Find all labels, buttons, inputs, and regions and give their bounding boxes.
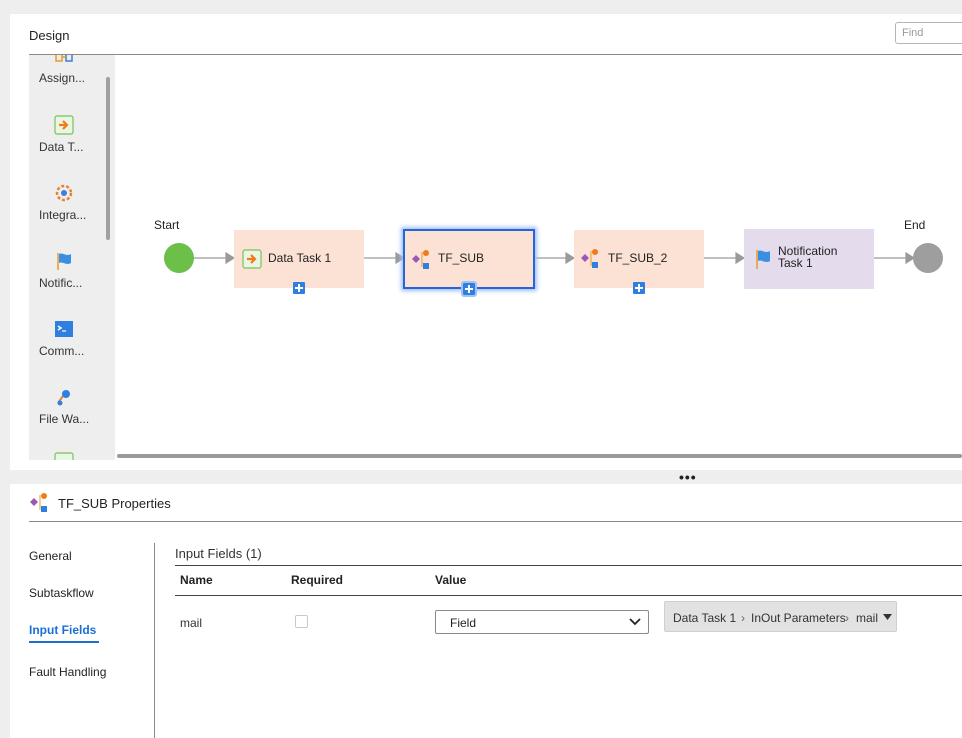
canvas-scrollbar[interactable]	[117, 454, 962, 458]
add-after-button[interactable]	[293, 282, 305, 294]
palette-item-integration[interactable]: Integra...	[29, 183, 111, 233]
more-task-icon	[54, 452, 74, 460]
value-type-selected: Field	[450, 616, 477, 630]
palette-item-notification[interactable]: Notific...	[29, 251, 111, 301]
add-after-button[interactable]	[461, 281, 477, 297]
palette-item-file-watch[interactable]: File Wa...	[29, 387, 111, 437]
subtaskflow-icon	[412, 250, 429, 269]
task-label: Data Task 1	[268, 251, 332, 265]
palette-item-data-task[interactable]: Data T...	[29, 115, 111, 165]
nav-fault-handling[interactable]: Fault Handling	[29, 665, 107, 679]
task-data-task-1[interactable]: Data Task 1	[234, 230, 364, 288]
palette-item-more[interactable]	[29, 452, 111, 460]
nav-general[interactable]: General	[29, 549, 72, 563]
field-name: mail	[180, 616, 203, 630]
task-tf-sub[interactable]: TF_SUB	[403, 229, 535, 289]
path-segment: Data Task 1	[673, 611, 737, 625]
end-node[interactable]	[913, 243, 943, 273]
notification-flag-icon	[756, 250, 770, 269]
table-top-border	[175, 565, 962, 566]
chevron-right-icon: ›	[845, 611, 849, 625]
properties-divider	[29, 521, 962, 522]
design-panel: Design Assign... Data T... Integra...	[10, 14, 962, 470]
column-header-required: Required	[291, 573, 344, 587]
task-notification-task-1[interactable]: Notification Task 1	[744, 229, 874, 289]
design-canvas[interactable]: Start End Data Task 1 TF_SUB	[115, 55, 962, 460]
integration-icon	[55, 184, 73, 202]
end-label: End	[904, 218, 926, 232]
task-palette: Assign... Data T... Integra... Notific..…	[29, 55, 115, 460]
subtaskflow-icon	[581, 249, 598, 268]
nav-subtaskflow[interactable]: Subtaskflow	[29, 586, 94, 600]
palette-item-command[interactable]: Comm...	[29, 319, 111, 369]
notification-flag-icon	[57, 253, 71, 270]
column-header-name: Name	[180, 573, 213, 587]
find-input[interactable]	[895, 22, 962, 44]
path-segment: InOut Parameters	[751, 611, 846, 625]
task-label: TF_SUB	[438, 251, 485, 265]
task-label-line1: Notification	[778, 244, 838, 258]
task-label: TF_SUB_2	[608, 251, 668, 265]
properties-title: TF_SUB Properties	[58, 496, 171, 511]
palette-label: Notific...	[39, 276, 83, 290]
palette-label: File Wa...	[39, 412, 90, 426]
caret-down-icon	[883, 614, 892, 620]
chevron-down-icon	[629, 618, 641, 626]
palette-scrollbar[interactable]	[106, 77, 110, 240]
section-title: Input Fields (1)	[175, 546, 262, 561]
file-watch-icon	[57, 390, 70, 406]
add-after-button[interactable]	[633, 282, 645, 294]
task-tf-sub-2[interactable]: TF_SUB_2	[574, 230, 704, 288]
nav-active-underline	[29, 641, 99, 643]
palette-item-assignment[interactable]: Assign...	[29, 55, 111, 97]
data-task-icon	[242, 249, 262, 269]
data-task-icon	[54, 115, 74, 135]
panel-splitter-handle[interactable]: •••	[679, 469, 697, 485]
flow-connectors	[164, 243, 943, 273]
subtaskflow-icon	[30, 493, 47, 512]
start-node[interactable]	[164, 243, 194, 273]
task-label-line2: Task 1	[778, 256, 813, 270]
field-path-selector[interactable]: Data Task 1 › InOut Parameters › mail	[664, 601, 897, 632]
nav-input-fields[interactable]: Input Fields	[29, 623, 97, 637]
palette-label: Comm...	[39, 344, 85, 358]
design-title: Design	[29, 28, 70, 43]
palette-label: Integra...	[39, 208, 87, 222]
value-type-select[interactable]: Field	[435, 610, 649, 634]
command-icon	[55, 321, 73, 337]
column-header-value: Value	[435, 573, 467, 587]
table-header-border	[175, 595, 962, 596]
path-segment: mail	[856, 611, 879, 625]
required-checkbox[interactable]	[295, 615, 308, 628]
assignment-icon	[55, 55, 73, 62]
palette-label: Assign...	[39, 71, 86, 85]
properties-panel: TF_SUB Properties General Subtaskflow In…	[10, 484, 962, 738]
start-label: Start	[154, 218, 180, 232]
chevron-right-icon: ›	[741, 611, 745, 625]
palette-label: Data T...	[39, 140, 84, 154]
design-divider	[29, 54, 962, 55]
properties-vertical-divider	[154, 543, 155, 738]
